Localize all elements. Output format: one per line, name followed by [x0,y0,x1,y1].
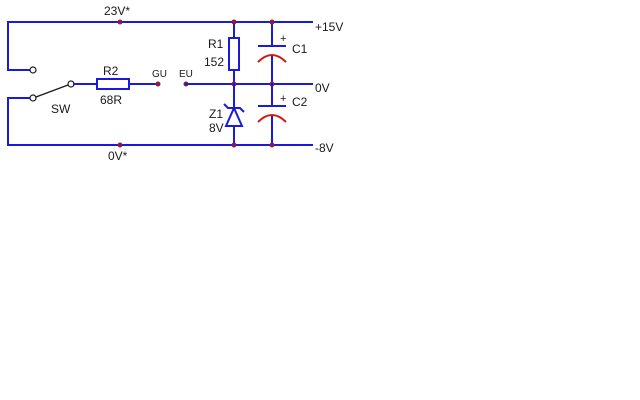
top-rail-label: 23V* [104,4,130,18]
bottom-rail-node [117,142,123,148]
c2-negative-plate [257,114,287,123]
output-neg-label: -8V [315,141,334,155]
switch-label: SW [51,102,71,116]
switch-terminal-bottom [29,94,37,102]
top-rail-node [117,19,123,25]
c2-polarity: + [280,93,286,105]
c1-name: C1 [292,42,308,56]
c2-bottom-node [269,142,275,148]
gu-node [155,81,161,87]
gu-connector-label: GU [152,69,167,80]
r2-value: 68R [100,93,122,107]
c1-negative-plate [257,54,287,63]
output-pos-label: +15V [315,20,343,34]
c2-name: C2 [292,95,308,109]
z1-value: 8V [209,121,224,135]
resistor-r1 [228,37,240,71]
switch-terminal-top [29,66,37,74]
switch-lever [35,84,69,98]
r2-name: R2 [103,64,119,78]
z1-bottom-node [231,142,237,148]
r1-name: R1 [208,37,224,51]
r1-top-node [231,19,237,25]
r1-value: 152 [204,55,224,69]
c1-top-node [269,19,275,25]
c1-polarity: + [280,33,286,45]
zener-z1 [223,103,245,127]
top-rail-wire [7,21,313,71]
output-zero-label: 0V [315,81,330,95]
z1-name: Z1 [209,107,223,121]
eu-connector-label: EU [179,69,193,80]
resistor-r2 [96,78,130,90]
bottom-rail-wire [7,97,313,146]
bottom-rail-label: 0V* [108,149,128,163]
